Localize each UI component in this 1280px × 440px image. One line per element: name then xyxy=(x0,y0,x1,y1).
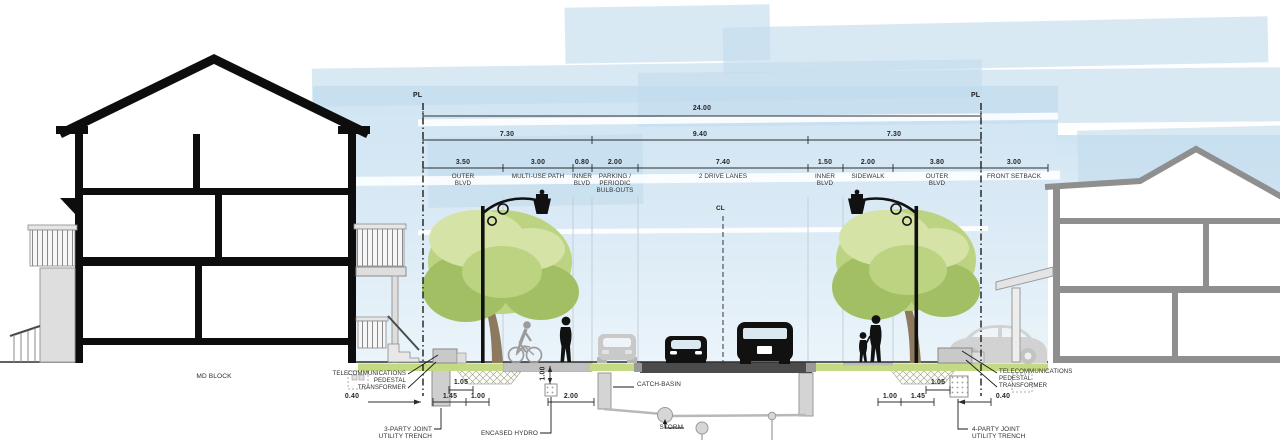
curb xyxy=(634,363,642,372)
stair-railing xyxy=(387,315,420,351)
porch-column xyxy=(39,267,76,363)
zone-dim: 3.50 xyxy=(455,159,471,166)
zone-label-sidewalk: SIDEWALK xyxy=(851,173,885,180)
zone-dim: 0.80 xyxy=(574,159,590,166)
dim-total: 24.00 xyxy=(692,105,712,112)
utility-box-dashed xyxy=(1011,373,1033,393)
encased-hydro-duct xyxy=(544,383,558,397)
storm-label: STORM xyxy=(659,424,683,431)
roadway-asphalt xyxy=(640,362,812,373)
zone-label-multi-use-path: MULTI-USE PATH xyxy=(511,173,565,180)
pipe xyxy=(767,411,777,421)
zone-dim: 3.80 xyxy=(929,159,945,166)
curb xyxy=(806,362,816,372)
under-dim: 1.00 xyxy=(882,393,898,400)
zone-dim: 2.00 xyxy=(860,159,876,166)
zone-label-drive-lanes: 2 DRIVE LANES xyxy=(698,173,748,180)
catch-basin-label: CATCH-BASIN xyxy=(637,381,681,388)
porch-roof xyxy=(355,266,407,277)
under-dim-vertical: 1.00 xyxy=(539,366,547,381)
under-dim: 1.05 xyxy=(453,379,469,386)
zone-dim: 3.00 xyxy=(1006,159,1022,166)
balcony-railing xyxy=(356,228,405,267)
stair-railing xyxy=(9,324,41,338)
black-car-drive-lane xyxy=(665,336,707,363)
under-dim: 0.40 xyxy=(995,393,1011,400)
zone-label-outer-blvd: OUTER BLVD xyxy=(925,173,949,187)
under-dim: 2.00 xyxy=(563,393,579,400)
zone-label-outer-blvd: OUTER BLVD xyxy=(451,173,475,187)
leader-lines xyxy=(407,350,998,434)
dim-group: 7.30 xyxy=(499,131,515,138)
telecom-pedestal-left xyxy=(432,348,467,364)
cl-label: CL xyxy=(716,205,725,212)
pedestrian xyxy=(559,316,572,362)
telecom-label-right: TELECOMMUNICATIONS PEDESTAL TRANSFORMER xyxy=(999,368,1073,389)
zone-dim: 7.40 xyxy=(715,159,731,166)
bulb-out-planting xyxy=(590,363,642,371)
trench-label-left: 3-PARTY JOINT UTILITY TRENCH xyxy=(378,426,432,440)
street-tree-left xyxy=(422,210,579,363)
md-block-label: MD BLOCK xyxy=(196,373,232,380)
street-lamp-right xyxy=(848,189,919,363)
ghost-parked-car xyxy=(597,334,637,363)
under-dim: 1.45 xyxy=(910,393,926,400)
porch-post xyxy=(1011,287,1021,363)
grass-strip xyxy=(816,363,1048,371)
black-van-drive-lane xyxy=(737,322,793,364)
under-dim: 1.05 xyxy=(930,379,946,386)
lantern xyxy=(848,198,866,214)
side-bay-roof xyxy=(60,198,75,214)
multi-use-path-surface xyxy=(502,361,593,372)
zone-label-front-setback: FRONT SETBACK xyxy=(986,173,1041,180)
street-tree-right xyxy=(832,209,980,363)
catch-basin-column xyxy=(597,372,612,410)
under-dim: 1.45 xyxy=(442,393,458,400)
porch-stairs xyxy=(387,343,420,363)
zone-label-inner-blvd: INNER BLVD xyxy=(814,173,836,187)
joint-utility-trench-right xyxy=(949,375,969,398)
lantern xyxy=(533,198,551,214)
property-lines xyxy=(422,103,982,396)
street-lamp-left xyxy=(481,189,551,363)
pedestrian-adult-child xyxy=(859,315,882,362)
pipe xyxy=(695,421,709,435)
ground xyxy=(0,361,1280,373)
under-dim: 0.40 xyxy=(344,393,360,400)
under-dim: 1.00 xyxy=(470,393,486,400)
catch-basin-column xyxy=(798,372,814,417)
pl-label-left: PL xyxy=(413,92,423,99)
joint-utility-trench-left xyxy=(431,369,451,407)
dim-group: 7.30 xyxy=(886,131,902,138)
storm-pipe-slope xyxy=(603,407,807,418)
zone-dim: 2.00 xyxy=(607,159,623,166)
zone-label-inner-blvd: INNER BLVD xyxy=(571,173,593,187)
balcony-railing xyxy=(29,229,76,267)
trench-label-right: 4-PARTY JOINT UTILITY TRENCH xyxy=(972,426,1026,440)
zone-dim: 1.50 xyxy=(817,159,833,166)
left-building xyxy=(56,53,370,363)
encased-hydro-label: ENCASED HYDRO xyxy=(480,430,538,437)
sidewalk-surface xyxy=(843,362,893,366)
zone-dim: 3.00 xyxy=(530,159,546,166)
telecom-label-left: TELECOMMUNICATIONS PEDESTAL TRANSFORMER xyxy=(332,370,406,391)
porch-roof xyxy=(995,266,1054,291)
porch-railing xyxy=(357,320,387,349)
zone-label-parking: PARKING / PERIODIC BULB-OUTS xyxy=(596,173,634,194)
pl-label-right: PL xyxy=(971,92,981,99)
dim-group: 9.40 xyxy=(692,131,708,138)
cyclist xyxy=(507,321,543,364)
right-building xyxy=(995,145,1280,363)
left-building-porches xyxy=(9,223,420,363)
